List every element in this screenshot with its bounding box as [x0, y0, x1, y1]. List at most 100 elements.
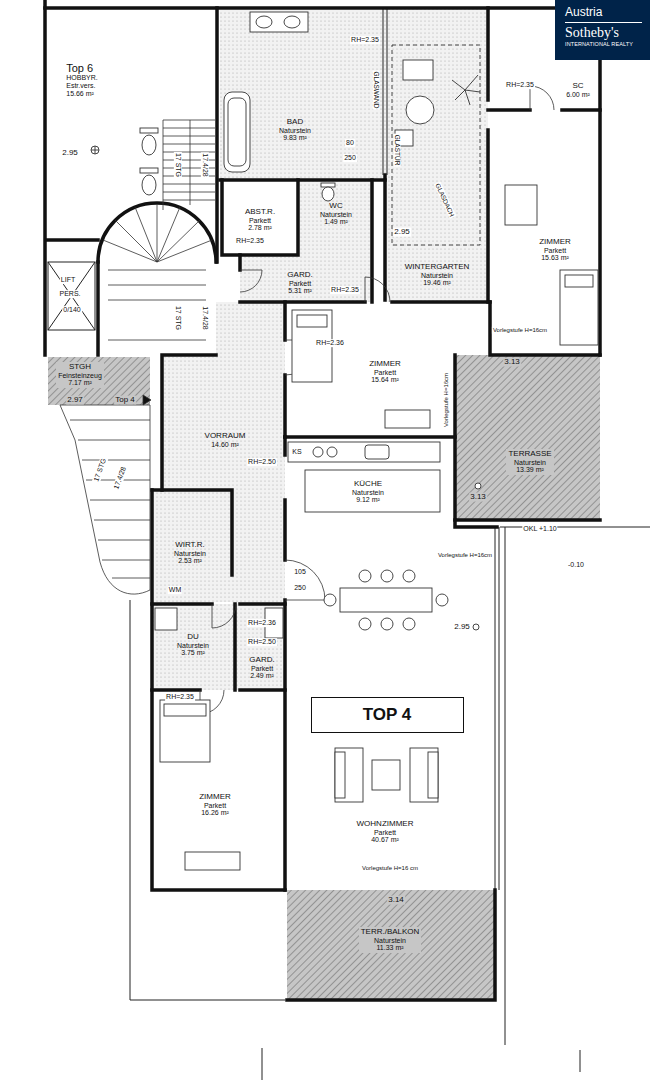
plan-annotation: PERS.: [58, 290, 81, 298]
wall: [285, 435, 455, 439]
floor-fill: [235, 604, 285, 690]
room-detail: 15.66 m²: [66, 90, 98, 98]
stair: [103, 204, 212, 262]
furniture: [505, 185, 537, 225]
furniture: [322, 187, 334, 201]
plan-annotation: RH=2.36: [315, 339, 345, 347]
floor-fill: [385, 8, 488, 302]
door-swing: [285, 560, 325, 600]
wall: [45, 0, 98, 355]
wall: [287, 890, 495, 1000]
plan-annotation: Vorlegstufe H=16 cm: [361, 865, 419, 872]
furniture: [372, 760, 400, 790]
room-detail: 14.60 m²: [205, 441, 246, 449]
plan-annotation: 80: [345, 139, 355, 147]
room-label: WINTERGARTENNaturstein19.46 m²: [403, 262, 472, 289]
room-name: STGH: [58, 363, 102, 372]
room-detail: Parkett: [199, 802, 231, 810]
room-detail: Feinsteinzeug: [58, 372, 102, 380]
plan-annotation: 3.13: [469, 493, 487, 502]
room-name: BAD: [279, 118, 311, 127]
floor-fill: [152, 604, 235, 690]
furniture: [284, 16, 300, 28]
stair: [163, 120, 215, 200]
furniture: [91, 12, 598, 870]
room-label: WCNaturstein1.49 m²: [318, 201, 354, 228]
plan-annotation: LIFT: [60, 276, 76, 284]
plan-annotation: 2.95: [393, 228, 411, 237]
thin-line: [48, 262, 95, 330]
room-name: TERRASSE: [508, 450, 551, 459]
furniture: [392, 45, 480, 245]
plan-annotation: RH=2.35: [350, 36, 380, 44]
furniture: [381, 570, 393, 582]
furniture: [142, 135, 156, 155]
room-label: GARD.Parkett5.31 m²: [285, 270, 314, 297]
wall: [152, 602, 285, 606]
furniture: [91, 146, 99, 154]
furniture: [359, 618, 371, 630]
room-name: Top 6: [66, 62, 98, 74]
furniture: [164, 704, 206, 716]
room-label: ABST.R.Parkett2.78 m²: [243, 207, 277, 234]
room-detail: 6.00 m²: [566, 91, 590, 99]
room-label: GARD.Parkett2.49 m²: [247, 655, 276, 682]
room-name: VORRAUM: [205, 432, 246, 441]
furniture: [340, 588, 432, 612]
room-detail: 15.63 m²: [539, 254, 571, 262]
wall: [455, 520, 497, 527]
floor-fill: [48, 8, 600, 1000]
room-detail: 2.49 m²: [249, 672, 274, 680]
door-swing: [212, 604, 236, 628]
room-detail: Parkett: [369, 369, 401, 377]
room-detail: INTERNATIONAL REALTY: [565, 41, 650, 47]
stair: [108, 270, 206, 340]
wall: [383, 175, 387, 300]
room-detail: 3.75 m²: [177, 649, 209, 657]
furniture: [335, 748, 363, 802]
furniture: [155, 608, 177, 630]
plan-annotation: RH=2.35: [505, 81, 535, 89]
furniture: [313, 447, 323, 457]
room-label: ZIMMERParkett15.63 m²: [537, 237, 573, 264]
furniture: [406, 96, 434, 124]
furniture: [142, 175, 156, 195]
furniture: [403, 570, 415, 582]
room-detail: Parkett: [357, 829, 414, 837]
room-detail: 9.83 m²: [279, 134, 311, 142]
stair: [143, 395, 151, 405]
furniture: [228, 98, 246, 166]
room-detail: Naturstein: [320, 211, 352, 219]
wall: [283, 302, 287, 437]
room-detail: 19.46 m²: [405, 279, 470, 287]
wall: [215, 8, 219, 262]
room-name: WOHNZIMMER: [357, 820, 414, 829]
room-name: ABST.R.: [245, 208, 275, 217]
plan-annotation: RH=2.35: [330, 286, 360, 294]
wall: [45, 8, 600, 355]
plan-annotation: 3.14: [387, 896, 405, 905]
wall: [96, 262, 100, 355]
room-name: DU: [177, 633, 209, 642]
wall: [220, 178, 385, 182]
plan-annotation: RH=2.50: [247, 458, 277, 466]
wall: [45, 0, 600, 1000]
room-name: KÜCHE: [352, 480, 384, 489]
room-label: STGHFeinsteinzeug7.17 m²: [56, 362, 104, 389]
room-detail: 11.33 m²: [361, 944, 420, 952]
thin-line: [262, 1048, 580, 1080]
room-label: Top 6HOBBYR.Estr.vers.15.66 m²: [64, 61, 100, 99]
furniture: [410, 748, 438, 802]
room-label: VORRAUM14.60 m²: [203, 431, 248, 450]
room-name: ZIMMER: [199, 793, 231, 802]
room-detail: 7.17 m²: [58, 379, 102, 387]
furniture: [256, 16, 272, 28]
furniture: [140, 168, 158, 173]
room-detail: Naturstein: [405, 272, 470, 280]
plan-annotation: RH=2.36: [247, 619, 277, 627]
plan-annotation: KS: [291, 448, 302, 456]
room-label: TERR./BALKONNaturstein11.33 m²: [359, 927, 422, 954]
furniture: [473, 624, 479, 630]
room-detail: Naturstein: [279, 127, 311, 135]
